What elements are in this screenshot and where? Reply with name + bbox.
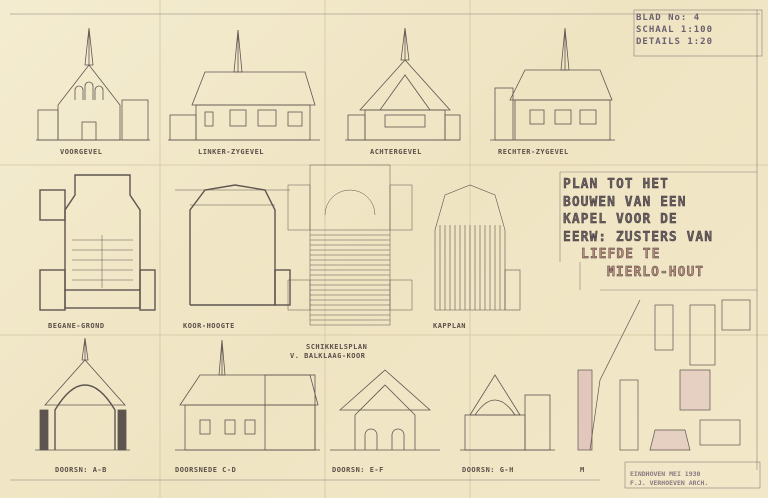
sheet-title-block: BLAD No: 4 SCHAAL 1:100 DETAILS 1:20 <box>636 12 762 52</box>
sheet-scale: SCHAAL 1:100 <box>636 25 714 35</box>
label-begane-grond: BEGANE-GROND <box>48 322 105 330</box>
details-scale: DETAILS 1:20 <box>636 37 714 47</box>
elevation-rechter-zygevel <box>490 27 615 141</box>
title-line: PLAN TOT HET <box>563 177 669 192</box>
elevation-voorgevel <box>36 27 150 141</box>
signature-architect: F.J. VERHOEVEN ARCH. <box>630 479 709 487</box>
label-schikkelsplan: SCHIKKELSPLAN <box>306 343 368 351</box>
label-section-a-b: DOORSN: A-B <box>55 466 107 474</box>
section-e-f <box>330 369 440 451</box>
signature-block: EINDHOVEN MEI 1930 F.J. VERHOEVEN ARCH. <box>630 470 708 488</box>
title-line: MIERLO-HOUT <box>607 264 705 280</box>
label-linker-zygevel: LINKER-ZYGEVEL <box>198 148 265 156</box>
label-achtergevel: ACHTERGEVEL <box>370 148 422 156</box>
label-detail-m: M <box>580 466 585 474</box>
title-block-frame <box>559 9 763 489</box>
label-section-g-h: DOORSN: G-H <box>462 466 514 474</box>
label-koor-hoogte: KOOR-HOOGTE <box>183 322 235 330</box>
section-c-d <box>175 339 320 451</box>
plan-begane-grond <box>39 174 156 311</box>
plan-kapplan <box>434 184 521 311</box>
title-line: KAPEL VOOR DE <box>563 212 678 227</box>
title-line: LIEFDE TE <box>581 247 661 262</box>
label-voorgevel: VOORGEVEL <box>60 148 103 156</box>
elevation-achtergevel <box>345 27 461 141</box>
signature-place-date: EINDHOVEN MEI 1930 <box>630 470 701 478</box>
project-title: PLAN TOT HET BOUWEN VAN EEN KAPEL VOOR D… <box>563 176 758 281</box>
title-line: BOUWEN VAN EEN <box>563 194 687 210</box>
construction-details <box>577 299 751 451</box>
label-kapplan: KAPPLAN <box>433 322 467 330</box>
section-a-b <box>35 337 130 451</box>
sheet-number: BLAD No: 4 <box>636 13 701 23</box>
title-line: EERW: ZUSTERS VAN <box>563 229 714 245</box>
plan-schikkelsplan <box>287 164 413 326</box>
label-section-c-d: DOORSNEDE C-D <box>175 466 237 474</box>
label-section-e-f: DOORSN: E-F <box>332 466 384 474</box>
elevation-linker-zygevel <box>168 29 320 141</box>
section-g-h <box>460 374 555 451</box>
label-rechter-zygevel: RECHTER-ZYGEVEL <box>498 148 569 156</box>
plan-koor-hoogte <box>175 184 291 306</box>
label-balklaag-koor: v. BALKLAAG-KOOR <box>290 352 366 360</box>
